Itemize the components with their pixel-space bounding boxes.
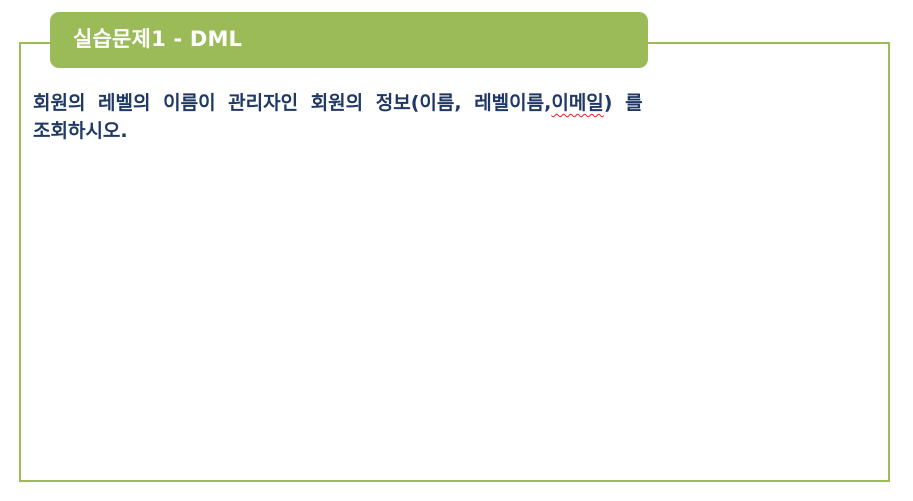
title-banner: 실습문제1 - DML	[50, 12, 648, 68]
spellcheck-flagged-word: 이메일	[551, 92, 604, 114]
exercise-frame	[19, 42, 890, 482]
exercise-title: 실습문제1 - DML	[73, 27, 243, 51]
question-text-line2: 조회하시오.	[33, 120, 128, 142]
question-text-after: ) 를	[603, 92, 643, 114]
question-text-before: 회원의 레벨의 이름이 관리자인 회원의 정보(이름, 레벨이름,	[33, 92, 552, 114]
